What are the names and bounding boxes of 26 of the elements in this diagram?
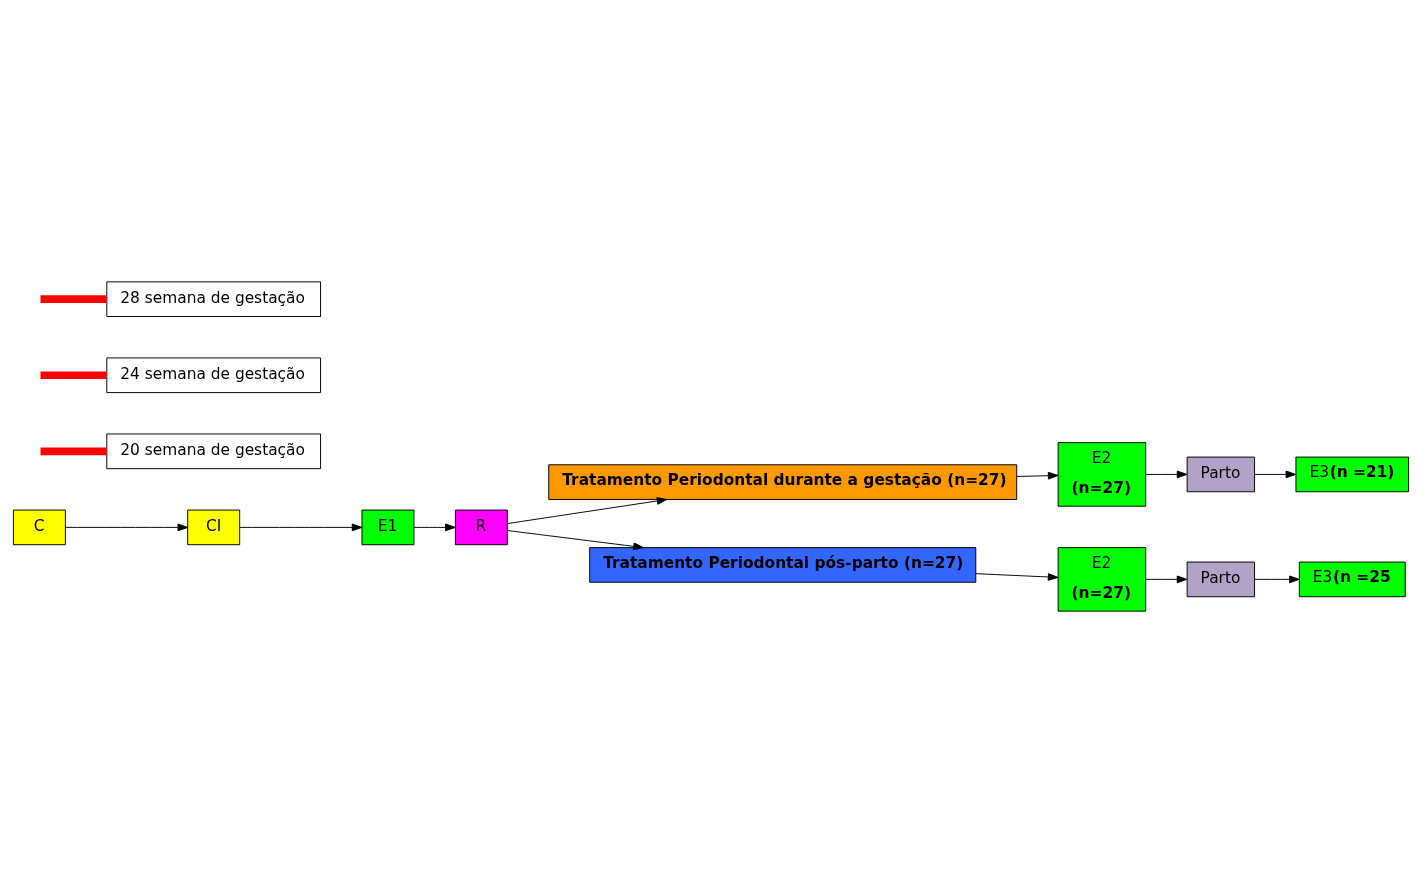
arrow: [1145, 575, 1188, 584]
node-box: Tratamento Periodontal pós-parto (n=27): [589, 547, 977, 583]
arrow: [1254, 470, 1297, 479]
node-box: CI: [187, 509, 241, 546]
node-box: E1: [361, 509, 415, 546]
node-box: E3(n =25: [1298, 561, 1406, 598]
arrow: [1254, 575, 1300, 584]
arrow: [975, 573, 1059, 581]
node-box: E3(n =21): [1295, 456, 1410, 493]
node-box: Parto: [1186, 456, 1255, 493]
arrow: [507, 497, 668, 525]
node-box: 28 semana de gestação: [106, 281, 322, 317]
arrow: [239, 523, 363, 532]
arrow: [1145, 470, 1188, 479]
arrow: [507, 530, 644, 551]
arrow: [413, 523, 456, 532]
node-box: E2 (n=27): [1057, 547, 1147, 612]
node-box: 20 semana de gestação: [106, 433, 322, 470]
node-box: 24 semana de gestação: [106, 357, 322, 394]
node-box: E2 (n=27): [1057, 442, 1147, 507]
arrow: [1016, 471, 1059, 480]
node-box: Tratamento Periodontal durante a gestação (n=27): [548, 464, 1018, 500]
arrow: [64, 523, 189, 532]
node-box: R: [454, 509, 508, 546]
node-box: C: [12, 509, 66, 546]
node-box: Parto: [1186, 561, 1255, 598]
